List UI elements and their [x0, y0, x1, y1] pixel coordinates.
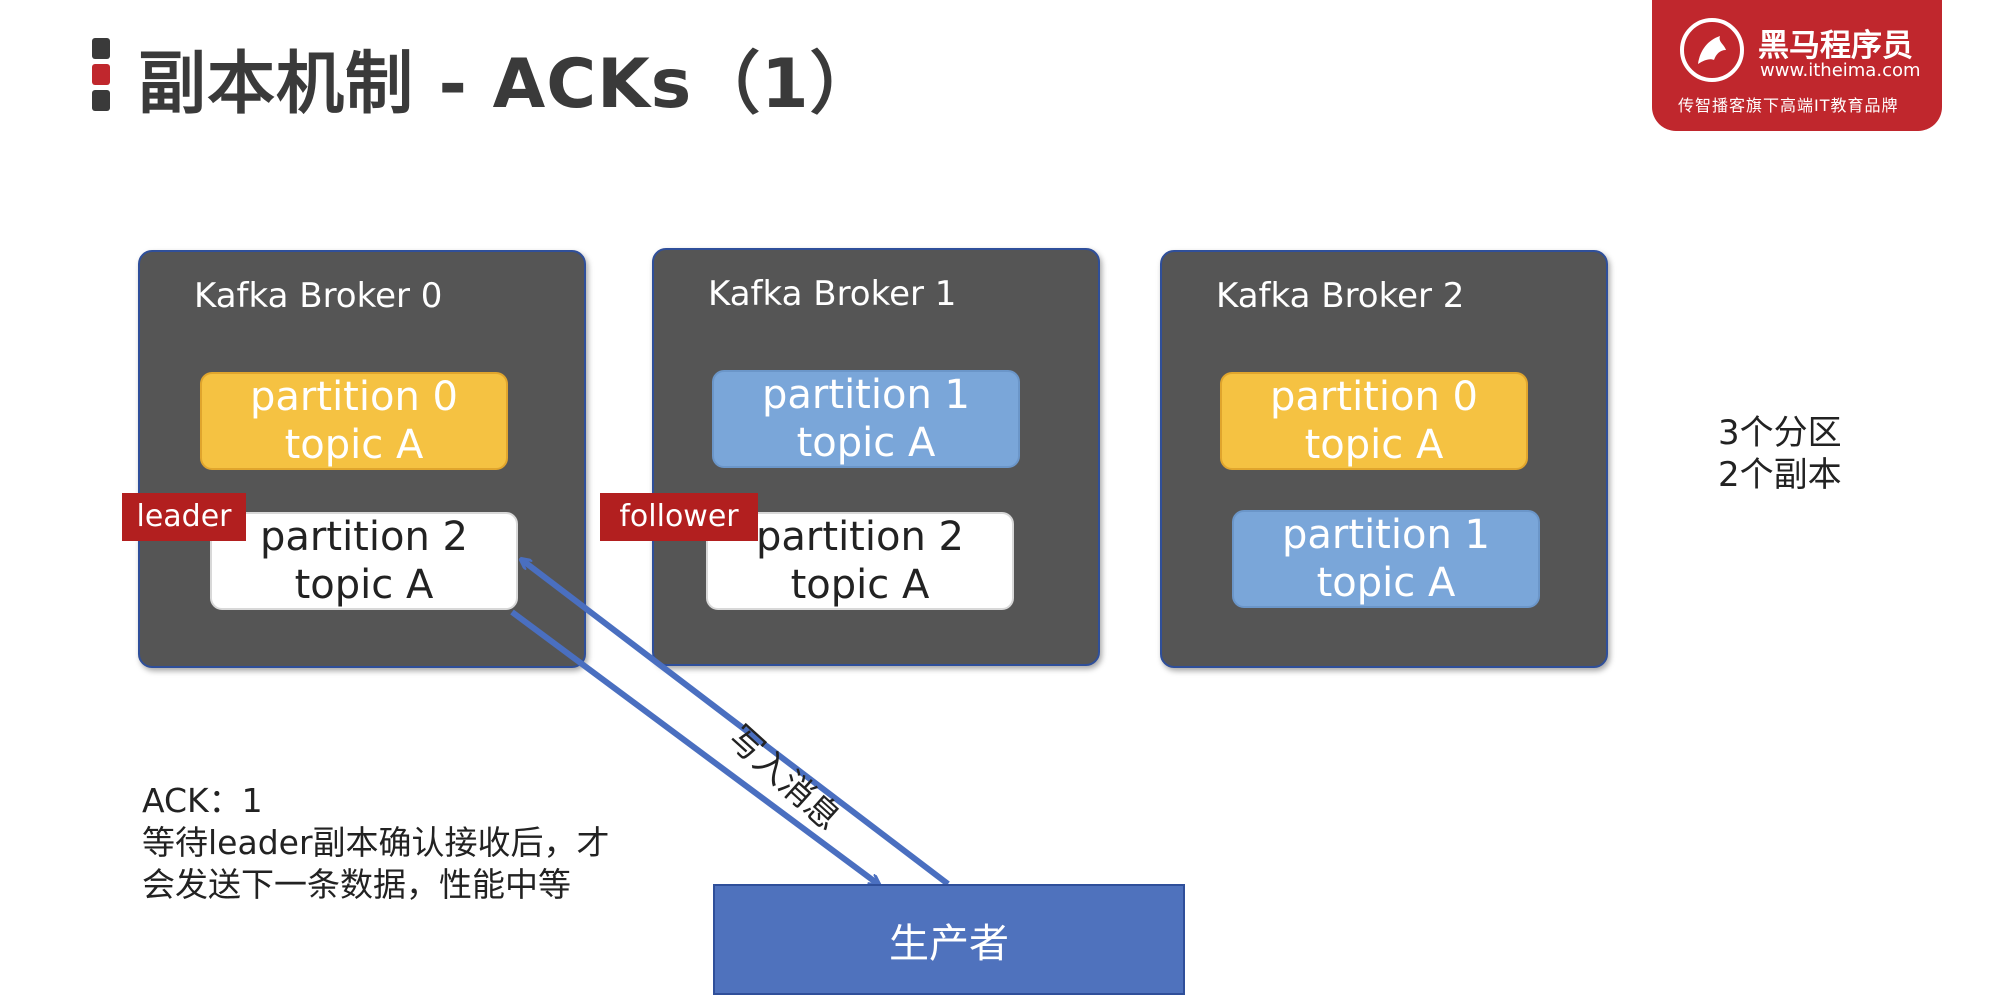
partition-name: partition 2: [260, 514, 468, 560]
partition-name: partition 0: [1270, 374, 1478, 420]
itheima-logo: 黑马程序员 www.itheima.com 传智播客旗下高端IT教育品牌: [1652, 0, 1942, 131]
partition-box: partition 1 topic A: [1232, 510, 1540, 608]
broker-label: Kafka Broker 1: [708, 274, 957, 314]
title-bullet-bottom: [92, 90, 110, 111]
horse-logo-icon: [1680, 18, 1744, 82]
partition-name: partition 2: [756, 514, 964, 560]
partition-name: partition 0: [250, 374, 458, 420]
note-line: 2个副本: [1718, 455, 1842, 495]
kafka-broker-1: Kafka Broker 1 partition 1 topic A parti…: [652, 248, 1100, 666]
partition-topic: topic A: [1304, 422, 1444, 468]
page-title: 副本机制 - ACKs（1）: [138, 45, 879, 124]
broker-label: Kafka Broker 0: [194, 276, 443, 316]
partition-topic: topic A: [796, 420, 936, 466]
kafka-broker-2: Kafka Broker 2 partition 0 topic A parti…: [1160, 250, 1608, 668]
partition-box: partition 0 topic A: [1220, 372, 1528, 470]
partition-topic: topic A: [284, 422, 424, 468]
partition-box: partition 0 topic A: [200, 372, 508, 470]
leader-tag: leader: [122, 493, 246, 541]
logo-url: www.itheima.com: [1760, 60, 1921, 81]
ack-line: ACK：1: [142, 781, 263, 820]
kafka-broker-0: Kafka Broker 0 partition 0 topic A parti…: [138, 250, 586, 668]
partition-name: partition 1: [1282, 512, 1490, 558]
producer-box: 生产者: [713, 884, 1185, 995]
title-bullet-middle: [92, 64, 110, 85]
partition-box: partition 2 topic A: [210, 512, 518, 610]
ack-line: 等待leader副本确认接收后，才: [142, 823, 610, 862]
follower-tag: follower: [600, 493, 758, 541]
ack-description: ACK：1 等待leader副本确认接收后，才 会发送下一条数据，性能中等: [142, 780, 610, 906]
partition-topic: topic A: [1316, 560, 1456, 606]
ack-line: 会发送下一条数据，性能中等: [142, 865, 571, 904]
partition-topic: topic A: [294, 562, 434, 608]
title-bullet-top: [92, 38, 110, 59]
logo-name: 黑马程序员: [1758, 28, 1913, 64]
broker-label: Kafka Broker 2: [1216, 276, 1465, 316]
note-line: 3个分区: [1718, 413, 1842, 453]
partition-box: partition 1 topic A: [712, 370, 1020, 468]
partition-topic: topic A: [790, 562, 930, 608]
write-arrow: [522, 560, 950, 887]
partition-name: partition 1: [762, 372, 970, 418]
ack-arrow: [510, 609, 878, 884]
logo-slogan: 传智播客旗下高端IT教育品牌: [1678, 96, 1899, 115]
partition-replica-note: 3个分区 2个副本: [1718, 412, 1842, 496]
